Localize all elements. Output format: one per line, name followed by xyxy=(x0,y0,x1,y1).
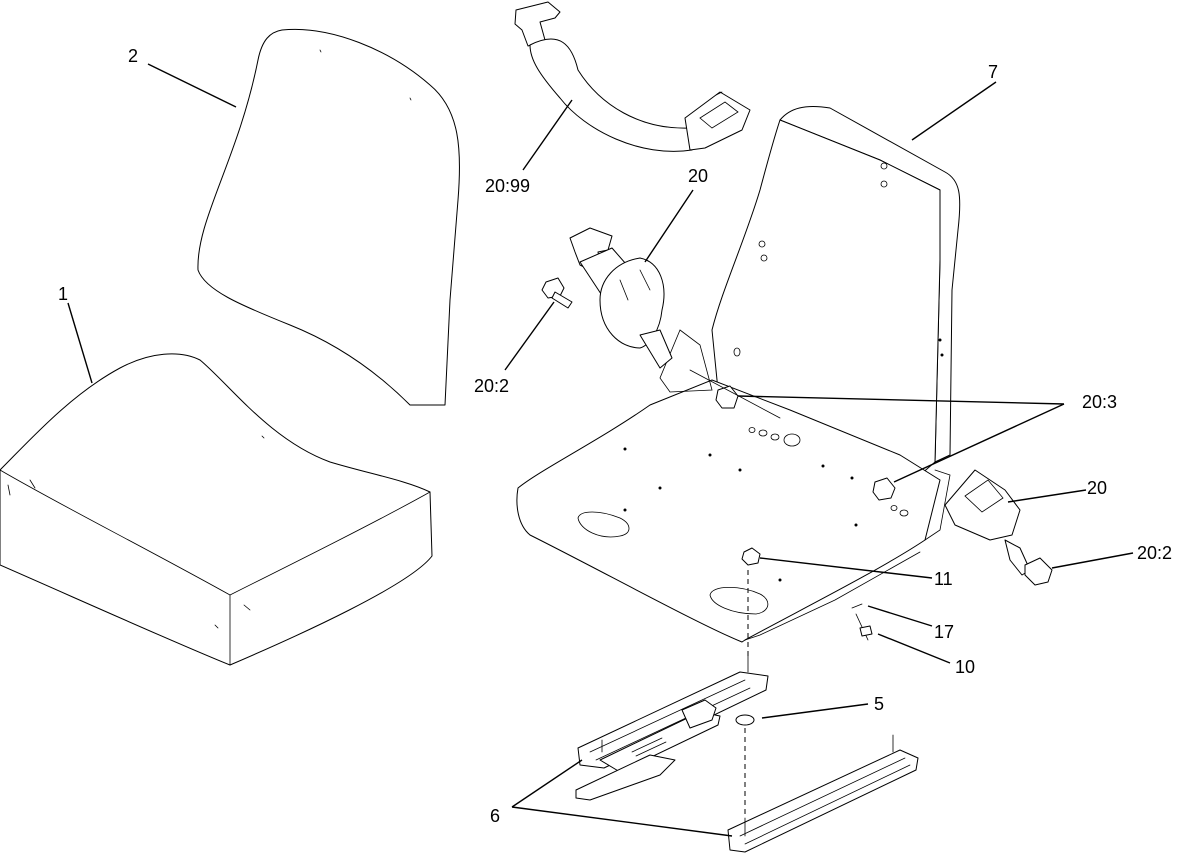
callout-20-99: 20:99 xyxy=(485,176,530,196)
callout-10: 10 xyxy=(955,657,975,677)
callout-11: 11 xyxy=(934,569,953,589)
hardware-parts xyxy=(541,277,1053,641)
assembly-centerlines xyxy=(744,570,749,818)
seat-cushion-part xyxy=(0,353,433,666)
callout-7: 7 xyxy=(988,62,998,82)
callout-20-right: 20 xyxy=(1087,478,1107,498)
seat-belt-strap-part xyxy=(514,1,751,152)
slide-rails-part xyxy=(575,654,919,853)
callout-1: 1 xyxy=(58,284,68,304)
callout-5: 5 xyxy=(874,694,884,714)
back-cushion-part xyxy=(197,28,461,406)
callout-2: 2 xyxy=(128,46,138,66)
seat-pan-frame-part xyxy=(516,106,961,643)
seat-belt-buckle-part xyxy=(944,469,1031,576)
callout-20-3: 20:3 xyxy=(1082,392,1117,412)
callout-17: 17 xyxy=(934,622,954,642)
callout-20-2-right: 20:2 xyxy=(1137,543,1172,563)
callout-20-top: 20 xyxy=(688,166,708,186)
callout-labels: 1 2 7 20:99 20 20:2 20:3 20 20:2 11 17 1… xyxy=(58,46,1172,826)
callout-6: 6 xyxy=(490,806,500,826)
seat-belt-retractor-part xyxy=(569,227,673,369)
leader-lines xyxy=(67,63,1134,837)
callout-20-2-left: 20:2 xyxy=(474,376,509,396)
